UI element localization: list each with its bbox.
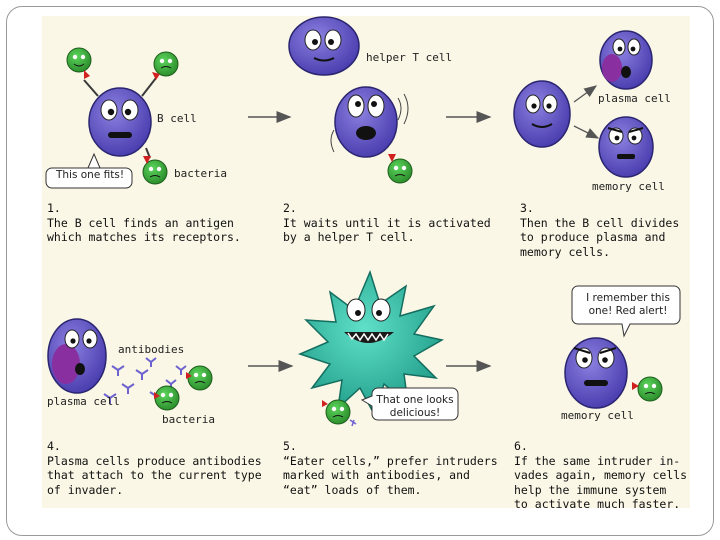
- label-antibodies: antibodies: [118, 343, 185, 356]
- memory-cell-6: [564, 337, 628, 409]
- arrow-to-memory: [573, 125, 600, 139]
- label-b-cell: B cell: [157, 112, 197, 125]
- caption-6: 6. If the same intruder in- vades again,…: [514, 439, 688, 511]
- b-cell-1: [83, 77, 157, 159]
- bubble-text-5: That one looks delicious!: [376, 394, 454, 419]
- bacteria-1c: [142, 156, 168, 185]
- dividing-cell-3: [513, 80, 571, 148]
- bacteria-5: [322, 399, 357, 427]
- plasma-cell-3: [599, 30, 653, 90]
- caption-2: 2. It waits until it is activated by a h…: [283, 201, 491, 244]
- label-plasma-cell-4: plasma cell: [47, 395, 120, 408]
- label-helper-t-cell: helper T cell: [366, 51, 453, 64]
- plasma-cell-4: [47, 318, 107, 394]
- caption-5: 5. “Eater cells,” prefer intruders marke…: [283, 439, 498, 497]
- label-plasma-cell-3: plasma cell: [598, 92, 671, 105]
- helper-t-cell: [288, 16, 360, 76]
- bacteria-1a: [66, 47, 92, 79]
- arrow-to-plasma: [573, 85, 598, 103]
- bubble-text-6: I remember this one! Red alert!: [586, 292, 670, 317]
- bacteria-1b: [152, 51, 179, 80]
- label-bacteria-1: bacteria: [174, 167, 227, 180]
- label-bacteria-4: bacteria: [162, 413, 215, 426]
- bubble-text-1: This one fits!: [55, 169, 125, 181]
- caption-3: 3. Then the B cell divides to produce pl…: [520, 201, 680, 259]
- caption-4: 4. Plasma cells produce antibodies that …: [47, 439, 262, 497]
- bacteria-6: [632, 376, 663, 402]
- label-memory-cell-6: memory cell: [561, 409, 634, 422]
- bacteria-4a: [186, 365, 213, 391]
- speech-bubble-1: [45, 152, 133, 189]
- speech-bubble-6: [571, 285, 681, 338]
- b-cell-2: [330, 86, 409, 158]
- bacteria-4b: [154, 385, 180, 411]
- memory-cell-3: [598, 116, 654, 178]
- bacteria-2: [387, 154, 413, 184]
- label-memory-cell-3: memory cell: [592, 180, 665, 193]
- caption-1: 1. The B cell finds an antigen which mat…: [47, 201, 241, 244]
- speech-bubble-5: [360, 387, 459, 421]
